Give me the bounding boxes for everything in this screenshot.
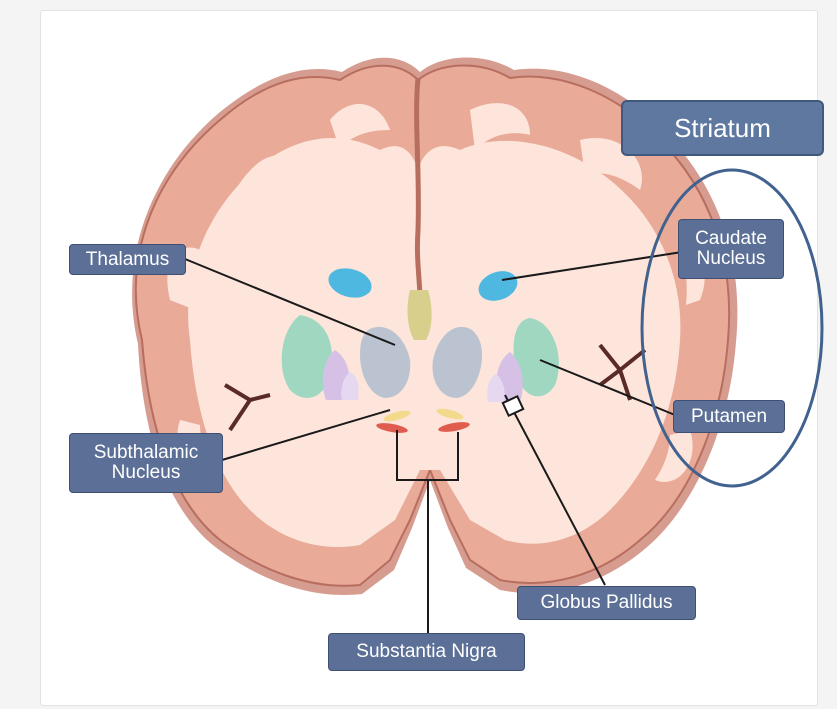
label-thalamus: Thalamus xyxy=(69,244,186,275)
label-substantia-nigra: Substantia Nigra xyxy=(328,633,525,671)
label-caudate-nucleus: Caudate Nucleus xyxy=(678,219,784,279)
label-putamen: Putamen xyxy=(673,400,785,433)
label-subthalamic-nucleus: Subthalamic Nucleus xyxy=(69,433,223,493)
label-globus-pallidus: Globus Pallidus xyxy=(517,586,696,620)
ventricle xyxy=(407,290,431,340)
label-striatum: Striatum xyxy=(621,100,824,156)
